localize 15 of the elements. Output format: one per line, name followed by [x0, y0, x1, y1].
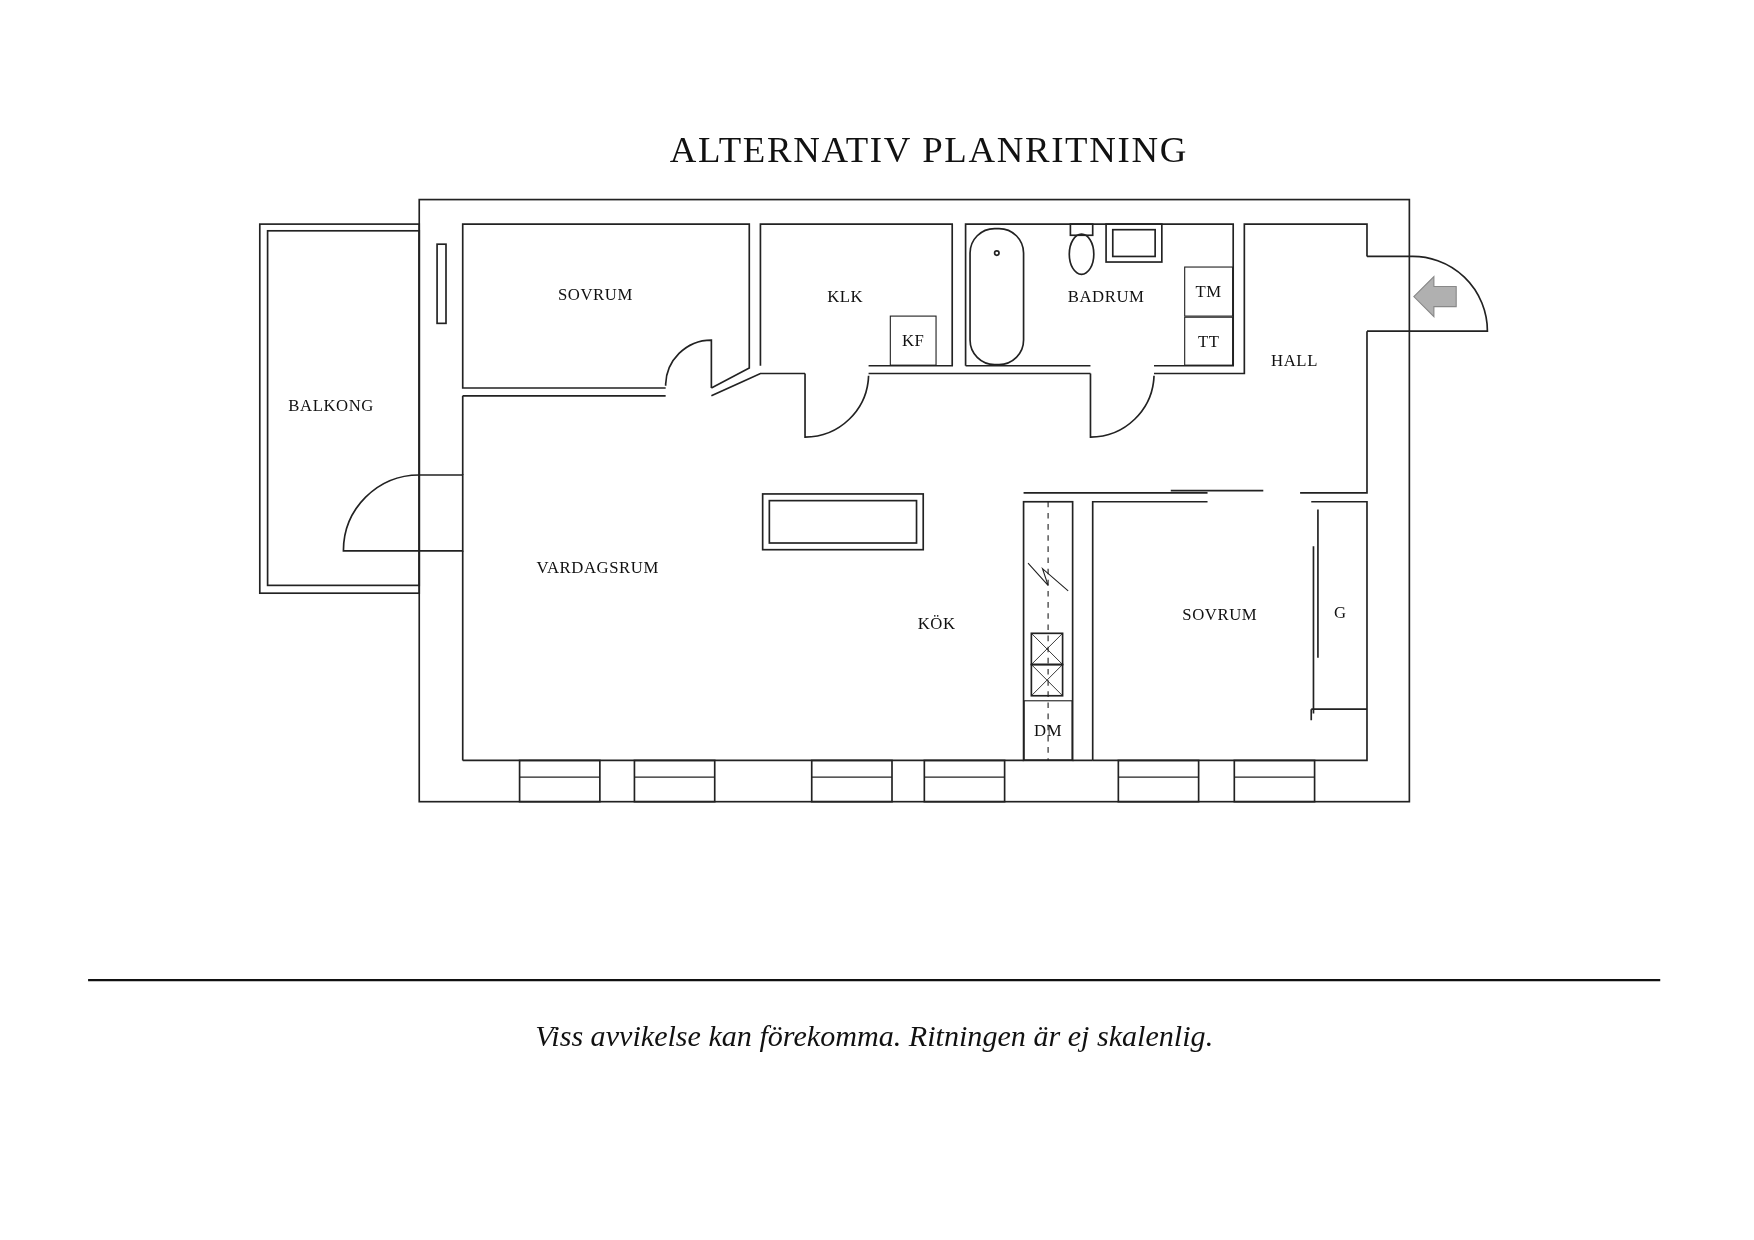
- room-label: SOVRUM: [557, 286, 633, 305]
- room-label: BALKONG: [288, 396, 374, 416]
- caption: Viss avvikelse kan förekomma. Ritningen är ej skalenlig.: [534, 1019, 1215, 1054]
- room-label: TM: [1195, 282, 1222, 302]
- room-label: BADRUM: [1067, 287, 1145, 307]
- room-label: VARDAGSRUM: [536, 558, 659, 577]
- room-label: HALL: [1271, 351, 1318, 371]
- room-label: SOVRUM: [1182, 606, 1258, 625]
- title: ALTERNATIV PLANRITNING: [668, 129, 1189, 171]
- room-label: TT: [1197, 331, 1220, 351]
- room-label: KÖK: [917, 614, 956, 634]
- room-label: DM: [1034, 720, 1063, 740]
- room-label: G: [1333, 603, 1347, 623]
- room-label: KF: [901, 331, 925, 351]
- room-label: KLK: [827, 287, 864, 307]
